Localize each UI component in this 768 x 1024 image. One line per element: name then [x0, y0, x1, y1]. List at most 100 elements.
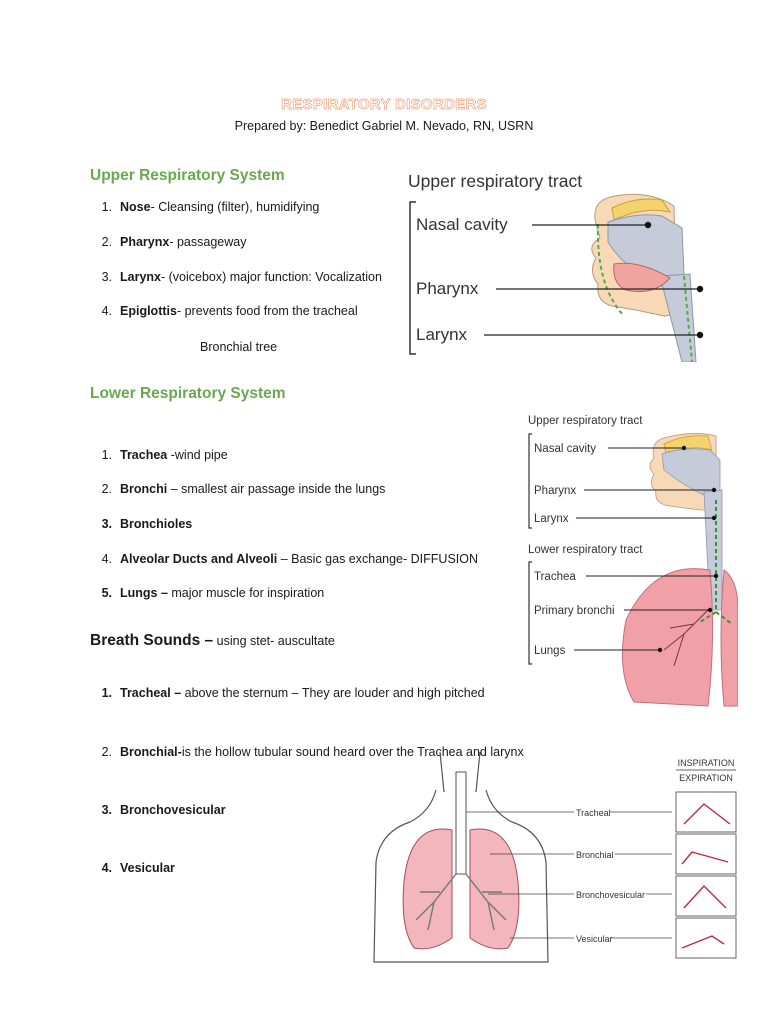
waveform-box-tracheal [675, 791, 737, 833]
item-number: 2. [101, 745, 112, 759]
label-larynx: Larynx [534, 513, 569, 525]
item-number: 1. [101, 200, 112, 214]
item-term: Bronchi [120, 482, 168, 496]
label-tracheal: Tracheal [576, 808, 611, 818]
item-desc: - Cleansing (filter), humidifying [150, 200, 320, 214]
waveform-box-bronchial [675, 833, 737, 875]
item-term: Pharynx [120, 235, 170, 249]
item-number: 2. [101, 482, 112, 496]
right-lung-shape [720, 569, 738, 707]
item-term: Larynx [120, 270, 161, 284]
list-item: 4. Alveolar Ducts and Alveoli – Basic gas… [90, 552, 478, 566]
item-term: Trachea [120, 448, 168, 462]
header-expiration: EXPIRATION [679, 773, 733, 783]
label-bronchial: Bronchial [576, 850, 614, 860]
respiratory-tract-figure: Upper respiratory tract Nasal cavity Pha… [528, 415, 738, 707]
lower-heading: Lower Respiratory System [90, 385, 286, 402]
bronchial-tree-shape [663, 609, 709, 667]
pointer-dot [707, 607, 713, 613]
list-item: 2. Pharynx- passageway [90, 235, 247, 249]
item-number: 1. [101, 448, 112, 462]
airway-path-2 [683, 275, 693, 362]
list-item: 3. Larynx- (voicebox) major function: Voc… [90, 270, 382, 284]
item-term: Bronchioles [120, 517, 193, 531]
breath-heading-line: Breath Sounds – using stet- auscultate [90, 632, 335, 650]
label-bronchovesicular: Bronchovesicular [576, 890, 645, 900]
item-term: Epiglottis [120, 304, 177, 318]
pharynx-shape [659, 273, 697, 362]
list-item: 1. Trachea -wind pipe [90, 448, 228, 462]
pointer-dot [657, 647, 663, 653]
item-desc: – smallest air passage inside the lungs [167, 482, 386, 496]
item-number: 3. [101, 270, 112, 284]
label-pharynx: Pharynx [416, 279, 479, 298]
pointer-dot [696, 331, 704, 339]
airway-path [699, 500, 733, 625]
pointer-dot [644, 221, 652, 229]
pointer-dot [681, 445, 687, 451]
pointer-dot [711, 487, 717, 493]
upper-tract-figure: Upper respiratory tract Nasal cavity Pha… [408, 171, 704, 362]
pointer-dot [711, 515, 717, 521]
item-number: 3. [101, 803, 112, 817]
breath-subheading: using stet- auscultate [213, 634, 335, 648]
bronchial-tree-shape [415, 873, 507, 931]
item-number: 4. [101, 304, 112, 318]
list-item: 4. Epiglottis- prevents food from the tra… [90, 304, 358, 318]
list-item: 1.Nose- Cleansing (filter), humidifying [90, 200, 320, 214]
item-number: 4. [101, 552, 112, 566]
breath-sounds-figure: Tracheal Bronchial Bronchovesicular Vesi… [373, 752, 737, 963]
list-item: 1.Tracheal – above the sternum – They ar… [90, 686, 485, 700]
item-term: Bronchovesicular [120, 803, 226, 817]
label-lungs: Lungs [534, 645, 566, 657]
item-desc: – Basic gas exchange- DIFFUSION [277, 552, 479, 566]
item-number: 5. [101, 586, 112, 600]
item-term: Tracheal – [120, 686, 182, 700]
waveform-box-bronchovesicular [675, 875, 737, 917]
bracket-line [409, 201, 416, 355]
list-item: 2. Bronchial-is the hollow tubular sound … [90, 745, 524, 759]
item-desc: is the hollow tubular sound heard over t… [181, 745, 524, 759]
left-lung-shape [621, 568, 714, 707]
bracket-line [528, 561, 532, 665]
item-desc: - prevents food from the tracheal [176, 304, 358, 318]
waveform-bronchovesicular [683, 884, 727, 909]
item-number: 3. [101, 517, 112, 531]
torso-outline [373, 789, 549, 963]
list-item: 3. Bronchovesicular [90, 803, 226, 817]
sinus-shape [611, 198, 672, 221]
right-lung-shape [469, 828, 520, 950]
item-desc: - passageway [169, 235, 247, 249]
bracket-line [528, 433, 532, 529]
pointer-dot [713, 573, 719, 579]
item-desc: -wind pipe [167, 448, 228, 462]
label-primary-bronchi: Primary bronchi [534, 605, 615, 617]
list-item: 5.Lungs – major muscle for inspiration [90, 586, 325, 600]
waveform-vesicular [681, 935, 725, 949]
item-number: 1. [101, 686, 112, 700]
item-term: Lungs – [120, 586, 168, 600]
item-number: 4. [101, 861, 112, 875]
item-desc: - (voicebox) major function: Vocalizatio… [161, 270, 382, 284]
figure-title: Upper respiratory tract [408, 171, 582, 191]
list-item: 4.Vesicular [90, 861, 175, 875]
waveform-bronchial [681, 851, 729, 865]
neck-outline [439, 752, 481, 793]
left-lung-shape [402, 828, 453, 950]
document-title: RESPIRATORY DISORDERS [281, 96, 487, 114]
label-vesicular: Vesicular [576, 934, 613, 944]
tongue-shape [613, 262, 671, 292]
bronchial-tree-text: Bronchial tree [200, 340, 278, 354]
label-nasal-cavity: Nasal cavity [534, 443, 596, 455]
upper-heading: Upper Respiratory System [90, 167, 285, 184]
label-nasal-cavity: Nasal cavity [416, 215, 508, 234]
item-term: Bronchial- [120, 745, 182, 759]
item-number: 2. [101, 235, 112, 249]
list-item: 2. Bronchi – smallest air passage inside … [90, 482, 386, 496]
item-term: Alveolar Ducts and Alveoli [120, 552, 278, 566]
label-larynx: Larynx [416, 325, 468, 344]
pointer-dot [696, 285, 704, 293]
list-item: 3. Bronchioles [90, 517, 193, 531]
trachea-shape [455, 771, 467, 875]
header-inspiration: INSPIRATION [678, 758, 735, 768]
